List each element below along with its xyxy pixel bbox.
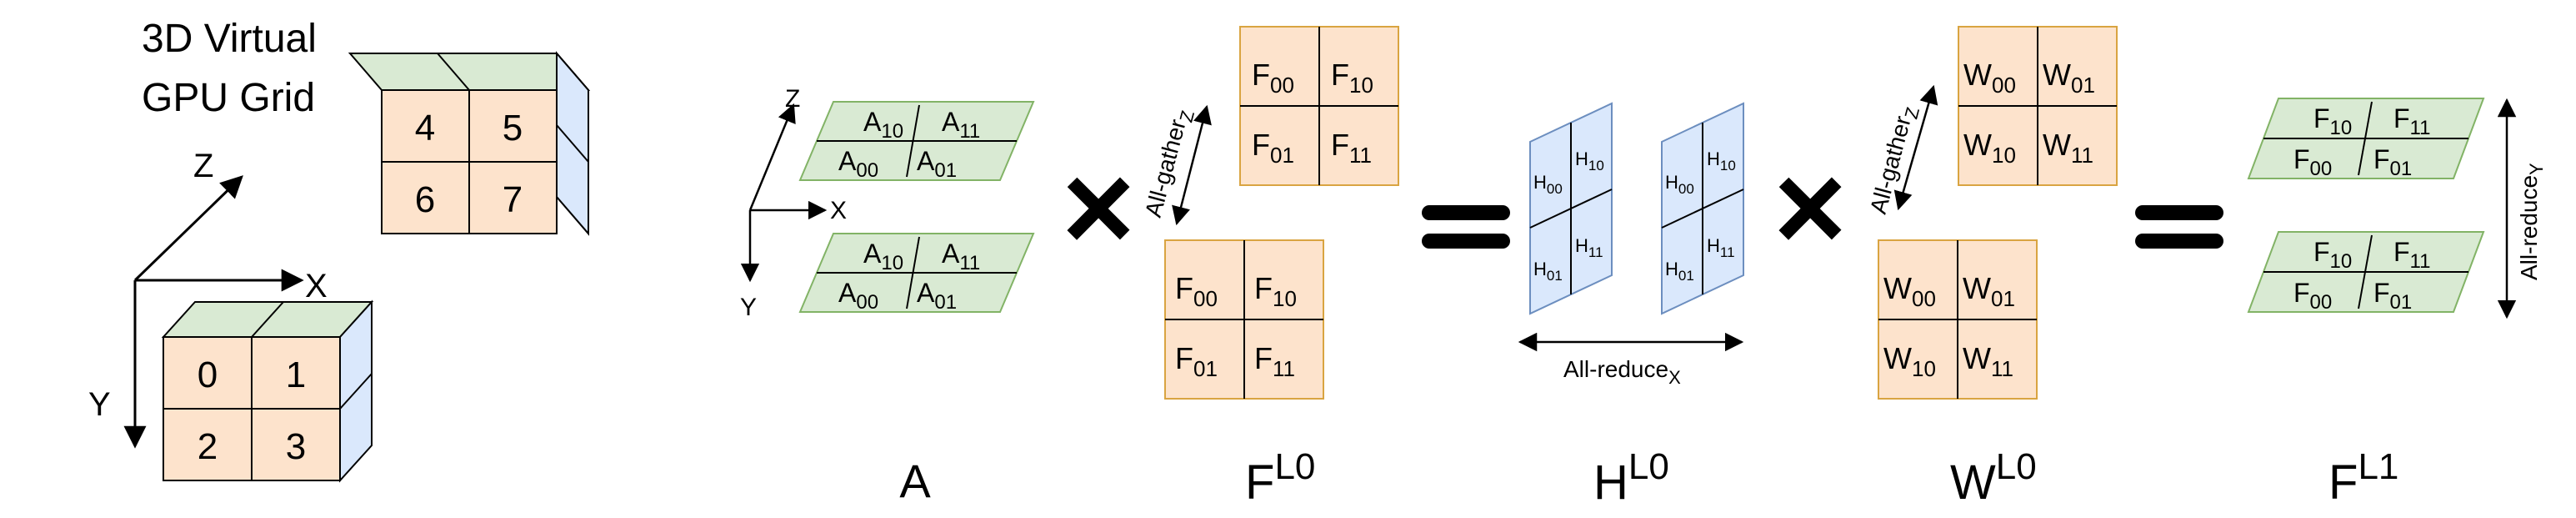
w-bottom-tile-01: W01 — [1963, 271, 2015, 311]
a-top-tile-10: A10 — [863, 107, 903, 143]
h1-tile-01: H01 — [1533, 259, 1563, 284]
w-bottom-tile-10: W10 — [1883, 341, 1936, 381]
f1-bottom-tile-01: F01 — [2373, 278, 2412, 314]
a-axis-x-label: X — [830, 197, 847, 224]
back-cube-top — [348, 53, 591, 91]
f1-matrix: F10 F11 F00 F01 F10 F11 F00 F01 All-redu… — [2247, 98, 2547, 510]
grid-axis-x-label: X — [305, 268, 328, 304]
h2-tile-00: H00 — [1665, 172, 1694, 197]
f1-top-tile-01: F01 — [2373, 144, 2412, 180]
w-matrix: W00 W01 W10 W11 W00 W01 W10 W11 All-gath… — [1865, 26, 2118, 510]
grid-cell-4: 4 — [415, 108, 435, 148]
f1-bottom-tile-10: F10 — [2313, 237, 2352, 273]
a-bottom-tile-10: A10 — [863, 239, 903, 274]
f-allgather-arrow — [1172, 104, 1212, 226]
grid-axis-z-label: Z — [193, 148, 213, 184]
h2-tile-01: H01 — [1665, 259, 1694, 284]
f1-allreduce-label: All-reduceY — [2516, 163, 2547, 280]
f-top-tile-00: F00 — [1252, 58, 1294, 98]
a-bottom-tile-11: A11 — [942, 239, 980, 274]
w-bottom-tile-00: W00 — [1883, 271, 1936, 311]
grid-cell-6: 6 — [415, 179, 435, 220]
grid-cell-5: 5 — [503, 108, 523, 148]
a-bottom-tile-01: A01 — [917, 278, 957, 314]
grid-axis-y-label: Y — [88, 386, 111, 423]
f-bottom-tile-11: F11 — [1254, 341, 1295, 381]
grid-cell-0: 0 — [198, 355, 218, 395]
grid-cell-3: 3 — [286, 426, 306, 467]
f-bottom-tile-10: F10 — [1254, 271, 1297, 311]
f1-top-tile-00: F00 — [2293, 144, 2332, 180]
f1-bottom-tile-11: F11 — [2393, 237, 2430, 273]
times-operator-1: × — [1062, 137, 1135, 277]
equals-operator-1 — [1422, 205, 1510, 249]
w-top-tile-10: W10 — [1963, 128, 2016, 168]
f1-top-tile-11: F11 — [2393, 103, 2430, 139]
a-axis-z-label: Z — [785, 85, 800, 113]
grid-axes — [123, 175, 304, 449]
f1-l1-label: FL1 — [2328, 446, 2398, 510]
gpu-grid: 3D Virtual GPU Grid Z X Y 4 5 6 7 — [88, 17, 591, 483]
w-allgather-label: All-gatherZ — [1865, 103, 1923, 218]
a-axis-y-label: Y — [740, 294, 757, 321]
w-top-tile-00: W00 — [1963, 58, 2016, 98]
h-allreduce-label: All-reduceX — [1563, 356, 1681, 388]
a-top-tile-11: A11 — [942, 107, 980, 143]
f-top-tile-11: F11 — [1331, 128, 1372, 168]
h2-tile-11: H11 — [1707, 235, 1735, 260]
back-cube — [348, 51, 591, 236]
f1-top-tile-10: F10 — [2313, 103, 2352, 139]
a-top-tile-01: A01 — [917, 146, 957, 182]
h1-tile-10: H10 — [1575, 148, 1604, 174]
h1-tile-11: H11 — [1575, 235, 1603, 260]
w-bottom-tile-11: W11 — [1963, 341, 2013, 381]
w-allgather-arrow — [1893, 84, 1938, 211]
a-bottom-tile-00: A00 — [838, 278, 878, 314]
front-cube — [161, 299, 374, 483]
grid-title-line1: 3D Virtual — [142, 17, 317, 61]
grid-title-line2: GPU Grid — [142, 76, 315, 120]
f-bottom-tile-00: F00 — [1175, 271, 1218, 311]
equals-operator-2 — [2135, 205, 2223, 249]
times-operator-2: × — [1773, 137, 1847, 277]
f-allgather-label: All-gatherZ — [1140, 106, 1198, 221]
h2-tile-10: H10 — [1707, 148, 1736, 174]
w-l0-label: WL0 — [1950, 446, 2037, 510]
h-l0-label: HL0 — [1593, 446, 1669, 510]
f-bottom-tile-01: F01 — [1175, 341, 1218, 381]
grid-cell-7: 7 — [503, 179, 523, 220]
f-top-tile-01: F01 — [1252, 128, 1294, 168]
f-l0-label: FL0 — [1245, 446, 1315, 510]
grid-cell-1: 1 — [286, 355, 306, 395]
a-axes — [740, 103, 828, 283]
a-label: A — [899, 455, 931, 507]
h1-tile-00: H00 — [1533, 172, 1563, 197]
h-matrix: H10 H00 H11 H01 H10 H00 H11 H01 All-redu… — [1518, 102, 1744, 510]
f-top-tile-10: F10 — [1331, 58, 1373, 98]
a-matrix: Z X Y A10 A11 A00 A01 A10 A11 A00 A01 — [740, 85, 1035, 507]
w-top-tile-01: W01 — [2043, 58, 2095, 98]
grid-cell-2: 2 — [198, 426, 218, 467]
w-top-tile-11: W11 — [2043, 128, 2093, 168]
a-top-tile-00: A00 — [838, 146, 878, 182]
f-matrix: F00 F10 F01 F11 F00 F10 F01 F11 All-gath… — [1140, 26, 1399, 510]
f1-bottom-tile-00: F00 — [2293, 278, 2332, 314]
